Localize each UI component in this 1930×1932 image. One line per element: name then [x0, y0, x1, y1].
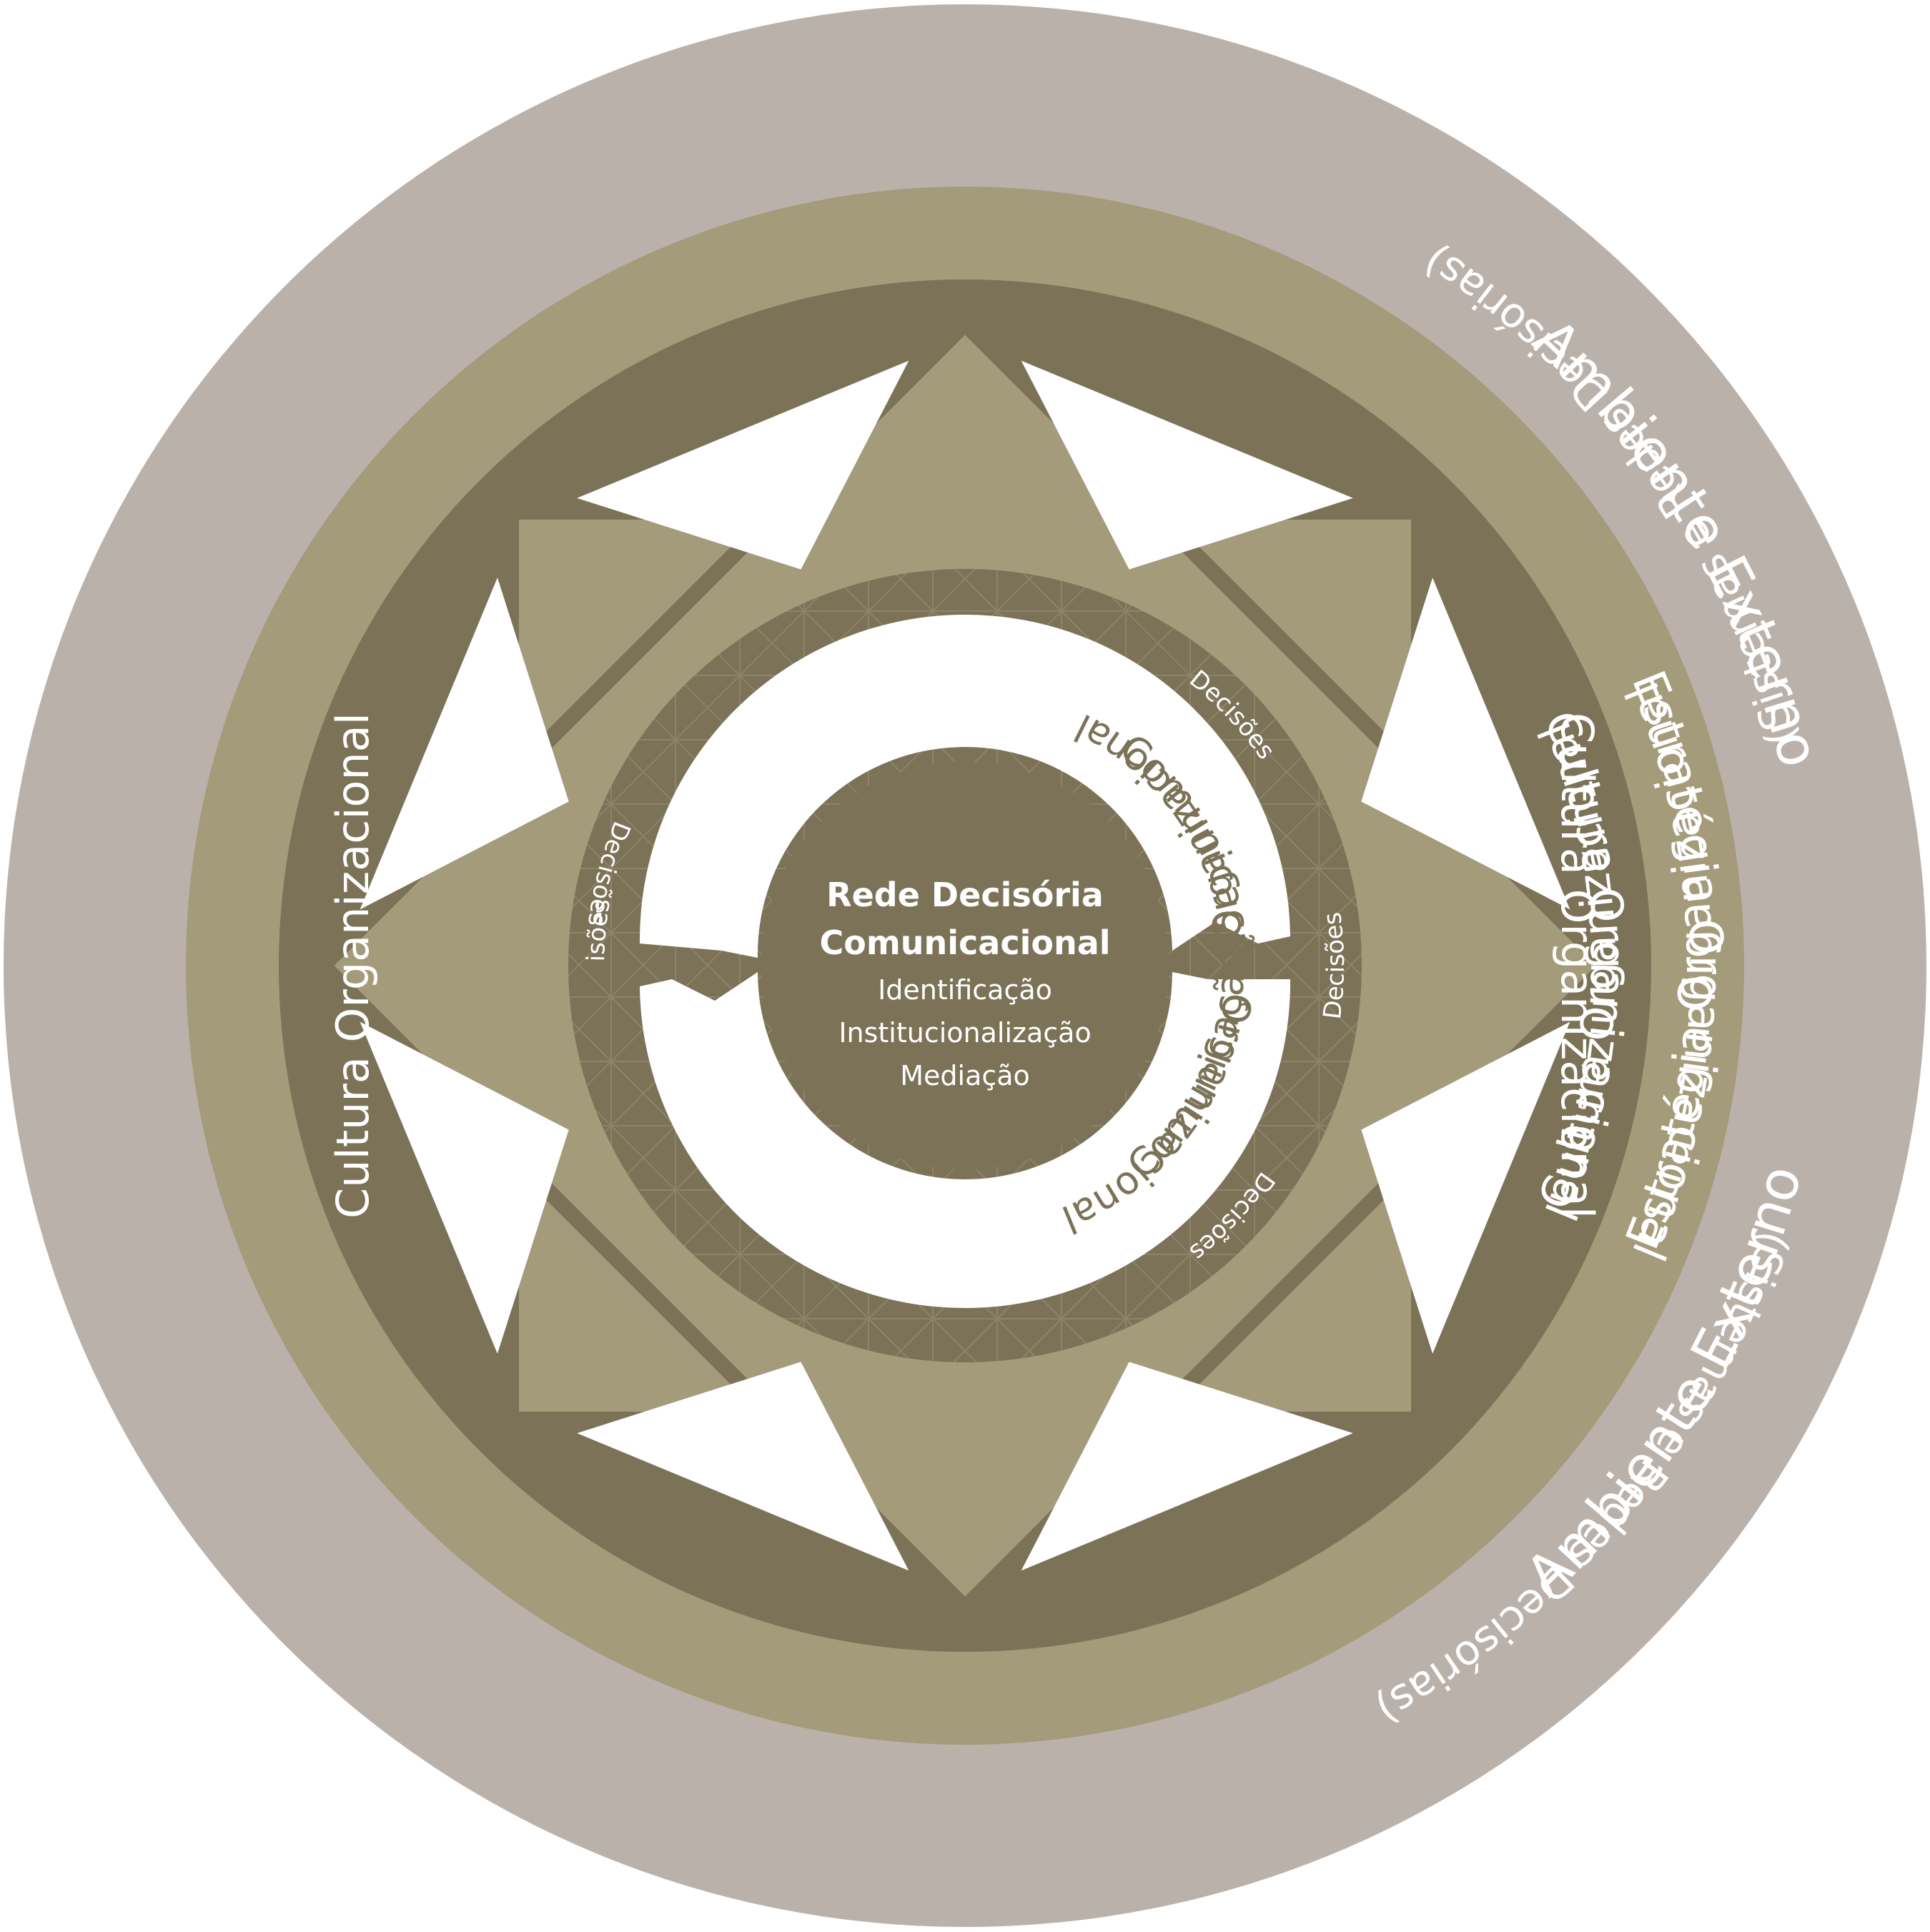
comunicacao-ring	[639, 614, 1291, 1309]
center-title-line2: Comunicacional	[819, 923, 1110, 962]
center-item-identificacao: Identificação	[878, 974, 1052, 1006]
white-notch-triangle	[360, 1021, 569, 1354]
center-item-institucionalizacao: Institucionalização	[838, 1017, 1091, 1049]
label-cultura-left: Cultura Organizacional	[327, 713, 379, 1219]
label-decisoes-bottom: Decisões	[1318, 911, 1350, 1021]
white-notch-triangle	[1021, 1362, 1353, 1571]
label-cultura-right: Cultura Organizacional	[1551, 713, 1603, 1219]
white-notch-triangle	[1361, 578, 1570, 910]
center-title-line1: Rede Decisória	[826, 876, 1104, 914]
white-notch-triangle	[577, 360, 909, 570]
white-notch-triangle	[577, 1362, 909, 1571]
white-notch-triangle	[1361, 1021, 1570, 1354]
white-notch-triangle	[360, 578, 569, 910]
white-notches	[360, 360, 1570, 1571]
center-disc	[761, 762, 1169, 1169]
center-item-mediacao: Mediação	[900, 1060, 1030, 1091]
white-notch-triangle	[1021, 360, 1353, 570]
